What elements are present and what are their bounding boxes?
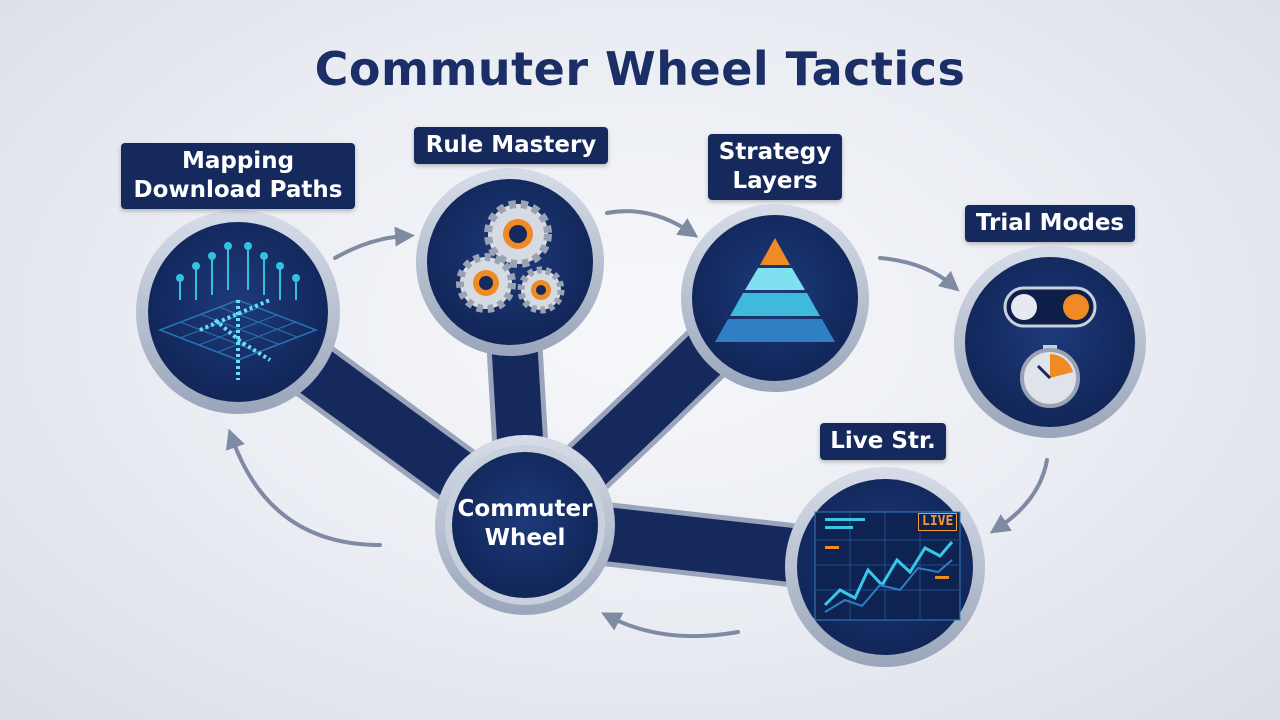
node-rules-disc xyxy=(416,168,604,356)
center-hub xyxy=(435,435,615,615)
arrow-center-to-mapping xyxy=(225,428,382,547)
node-trial-disc xyxy=(954,246,1146,438)
pyramid-icon xyxy=(715,238,835,342)
arrow-rules-to-strategy xyxy=(605,209,699,238)
arrow-trial-to-live xyxy=(989,458,1049,534)
gears-icon xyxy=(456,200,565,314)
live-badge: LIVE xyxy=(918,513,958,531)
node-mapping-disc xyxy=(136,210,340,414)
label-rule-mastery: Rule Mastery xyxy=(414,127,608,164)
label-strategy-layers: Strategy Layers xyxy=(708,134,842,200)
node-live-disc xyxy=(785,467,985,667)
flow-arrows xyxy=(225,209,1049,639)
arrow-mapping-to-rules xyxy=(333,226,415,260)
arrow-live-to-center xyxy=(601,612,740,639)
node-strategy-disc xyxy=(681,204,869,392)
label-trial-modes: Trial Modes xyxy=(965,205,1135,242)
center-hub-label: Commuter Wheel xyxy=(457,496,593,551)
diagram-title: Commuter Wheel Tactics xyxy=(314,42,966,96)
label-live-str: Live Str. xyxy=(820,423,946,460)
label-mapping-download-paths: Mapping Download Paths xyxy=(121,143,355,209)
arrow-strategy-to-trial xyxy=(878,256,960,292)
toggle-stopwatch-icon xyxy=(1003,286,1097,408)
circuit-map-icon xyxy=(157,242,319,380)
